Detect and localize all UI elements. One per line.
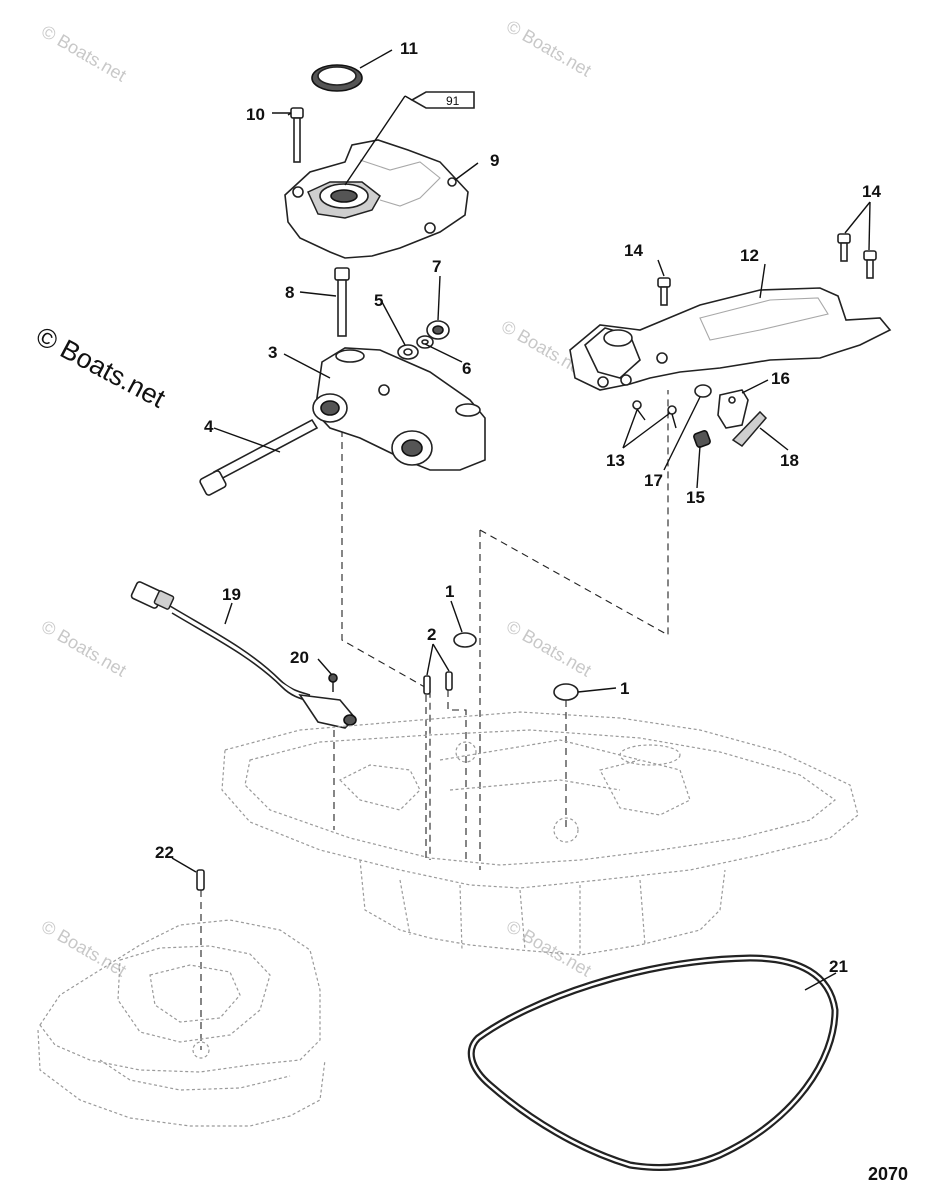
callout-13: 13: [606, 451, 625, 470]
part-14-bolts: [657, 233, 877, 306]
callout-12: 12: [740, 246, 759, 265]
watermark-7: © Boats.net: [503, 916, 595, 980]
callout-14-a: 14: [624, 241, 643, 260]
part-7-nut: [426, 320, 450, 340]
callout-10: 10: [246, 105, 265, 124]
watermark-4: © Boats.net: [38, 616, 130, 680]
watermarks: © Boats.net © Boats.net © Boats.net © Bo…: [38, 16, 595, 980]
callout-20: 20: [290, 648, 309, 667]
callout-22: 22: [155, 843, 174, 862]
part-5-washer: [397, 344, 419, 360]
part-4-bolt: [199, 418, 319, 496]
callout-9: 9: [490, 151, 499, 170]
part-19-harness: [130, 581, 357, 729]
callout-labels: 11 10 9 8 7 5 6 3 4 14 12 14 16 13 17 18…: [155, 39, 881, 976]
sealant-tube-label: 91: [446, 94, 460, 108]
base-housing: [221, 711, 859, 956]
callout-21: 21: [829, 957, 848, 976]
part-12-lever: [569, 287, 892, 391]
callout-6: 6: [462, 359, 471, 378]
part-9-cover: [284, 139, 469, 259]
part-10-bolt: [290, 107, 304, 163]
part-sealant-tube: 91: [404, 91, 475, 109]
callout-4: 4: [204, 417, 214, 436]
part-2-pins: [423, 671, 453, 695]
callout-8: 8: [285, 283, 294, 302]
part-11-seal: [311, 64, 363, 92]
callout-11: 11: [400, 39, 418, 58]
part-20-screw: [328, 673, 338, 692]
part-21-gasket: [467, 954, 839, 1172]
watermark-5: © Boats.net: [503, 616, 595, 680]
alignment-lines: [200, 390, 669, 1050]
part-3-bracket: [312, 347, 486, 471]
part-17-bushing: [694, 384, 712, 398]
callout-2: 2: [427, 625, 436, 644]
callout-18: 18: [780, 451, 799, 470]
part-16-plate: [717, 389, 749, 429]
part-8-bolt: [334, 267, 350, 337]
callout-14-b: 14: [862, 182, 881, 201]
copyright-text: © Boats.net: [31, 321, 170, 414]
part-6-washer: [416, 335, 434, 349]
callout-1-b: 1: [620, 679, 629, 698]
callout-16: 16: [771, 369, 790, 388]
leader-lines: [171, 49, 871, 991]
callout-5: 5: [374, 291, 383, 310]
watermark-1: © Boats.net: [38, 21, 130, 85]
part-13-screws: [632, 400, 677, 429]
callout-15: 15: [686, 488, 705, 507]
callout-19: 19: [222, 585, 241, 604]
part-22-pin: [196, 869, 205, 891]
part-1-orings: [453, 632, 579, 701]
part-15-clip: [693, 430, 711, 448]
callout-17: 17: [644, 471, 663, 490]
callout-3: 3: [268, 343, 277, 362]
callout-7: 7: [432, 257, 441, 276]
lower-left-assembly: [37, 919, 326, 1127]
drawing-number: 2070: [868, 1164, 908, 1184]
callout-1-a: 1: [445, 582, 454, 601]
part-18-sensor-clip: [731, 410, 768, 447]
watermark-6: © Boats.net: [38, 916, 130, 980]
watermark-2: © Boats.net: [503, 16, 595, 80]
